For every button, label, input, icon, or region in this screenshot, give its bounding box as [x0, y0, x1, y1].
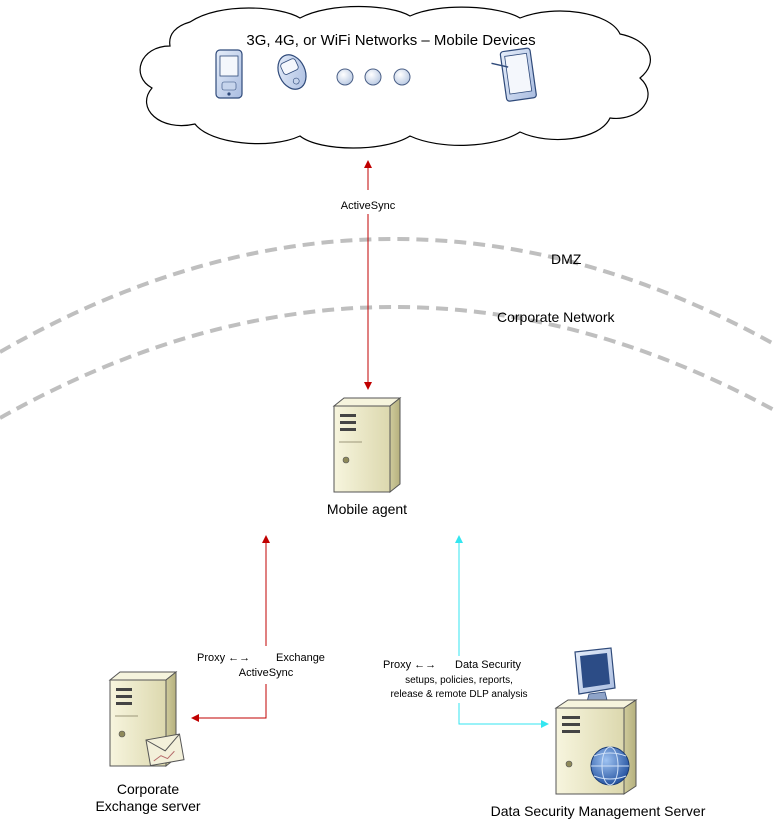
activesync-label: ActiveSync [341, 200, 396, 212]
exchange-server-label-line1: Corporate [117, 781, 179, 797]
mobile-network-cloud: 3G, 4G, or WiFi Networks – Mobile Device… [139, 5, 651, 149]
dmz-boundary [0, 237, 774, 354]
exchange-server-icon [108, 670, 178, 768]
ellipsis-dot-icon [364, 68, 382, 86]
exchange-proxy-label-line1-left: Proxy ←→ [197, 652, 250, 664]
globe-icon [590, 746, 630, 786]
corporate-network-label: Corporate Network [497, 309, 615, 325]
ellipsis-dot-icon [393, 68, 411, 86]
dss-proxy-label-line2: setups, policies, reports, [405, 675, 513, 686]
exchange-proxy-link-lower [191, 684, 267, 722]
dss-label: Data Security Management Server [491, 803, 706, 819]
exchange-proxy-label-line1-right: Exchange [276, 652, 325, 664]
dss-proxy-link-lower [458, 703, 549, 728]
exchange-server-label-line2: Exchange server [95, 798, 200, 814]
corporate-network-boundary [0, 305, 774, 420]
flip-phone-icon [277, 54, 307, 90]
dss-server-icon [554, 699, 638, 795]
dss-proxy-label-line3: release & remote DLP analysis [390, 689, 527, 700]
mobile-agent-server-icon [332, 396, 402, 494]
ellipsis-dot-icon [336, 68, 354, 86]
monitor-icon [574, 647, 616, 703]
pda-icon [215, 49, 243, 99]
envelope-icon [145, 733, 185, 767]
dss-proxy-label-line1-right: Data Security [455, 659, 522, 671]
tablet-icon [491, 47, 537, 102]
dmz-label: DMZ [551, 251, 582, 267]
mobile-agent-label: Mobile agent [327, 501, 407, 517]
exchange-proxy-label-line2: ActiveSync [239, 667, 294, 679]
cloud-title: 3G, 4G, or WiFi Networks – Mobile Device… [246, 32, 535, 49]
dss-proxy-label-line1-left: Proxy ←→ [383, 659, 436, 671]
